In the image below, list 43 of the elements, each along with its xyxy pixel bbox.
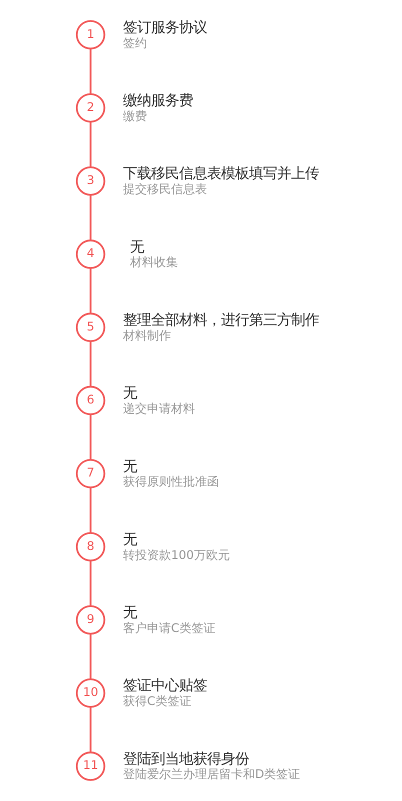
node-label: 提交移民信息表	[122, 182, 206, 196]
node-label: 获得C类签证	[122, 694, 191, 708]
connector	[89, 706, 91, 752]
connector	[89, 268, 91, 314]
connector	[89, 414, 91, 460]
node-label: 递交申请材料	[122, 401, 194, 416]
node-label: 材料制作	[122, 328, 170, 342]
node-label: 整理全部材料，进行第三方制作	[122, 312, 318, 328]
node-circle: 3	[75, 166, 105, 196]
connector	[89, 341, 91, 386]
node-label: 获得原则性批准函	[122, 474, 218, 489]
node-label: 无	[130, 239, 144, 256]
node-label: 材料收集	[130, 255, 178, 270]
connector	[89, 122, 91, 167]
node-circle: 7	[75, 458, 105, 488]
node-circle: 2	[75, 93, 105, 123]
node-label: 签约	[122, 36, 146, 50]
node-label: 无	[122, 458, 136, 475]
node-label: 缴费	[122, 108, 146, 123]
node-circle: 9	[75, 605, 105, 635]
node-circle: 5	[75, 312, 105, 342]
node-label: 签证中心贴签	[122, 678, 206, 694]
node-circle: 10	[75, 678, 105, 708]
connector	[89, 48, 91, 94]
node-circle: 11	[75, 752, 105, 781]
connector	[89, 560, 91, 606]
node-label: 登陆爱尔兰办理居留卡和D类签证	[122, 767, 300, 782]
node-label: 转投资款100万欧元	[122, 548, 230, 562]
node-circle: 6	[75, 386, 105, 416]
node-circle: 1	[75, 20, 105, 50]
node-label: 无	[122, 605, 136, 622]
node-label: 客户申请C类签证	[122, 620, 215, 635]
connector	[89, 488, 91, 533]
node-label: 无	[122, 532, 136, 548]
connector	[89, 634, 91, 679]
connector	[89, 194, 91, 240]
node-circle: 8	[75, 532, 105, 562]
node-circle: 4	[75, 240, 105, 269]
node-label: 无	[122, 386, 136, 402]
node-label: 登陆到当地获得身份	[122, 751, 248, 768]
node-label: 下载移民信息表模板填写并上传	[122, 166, 318, 182]
node-label: 签订服务协议	[122, 20, 206, 36]
node-label: 缴纳服务费	[122, 93, 192, 110]
